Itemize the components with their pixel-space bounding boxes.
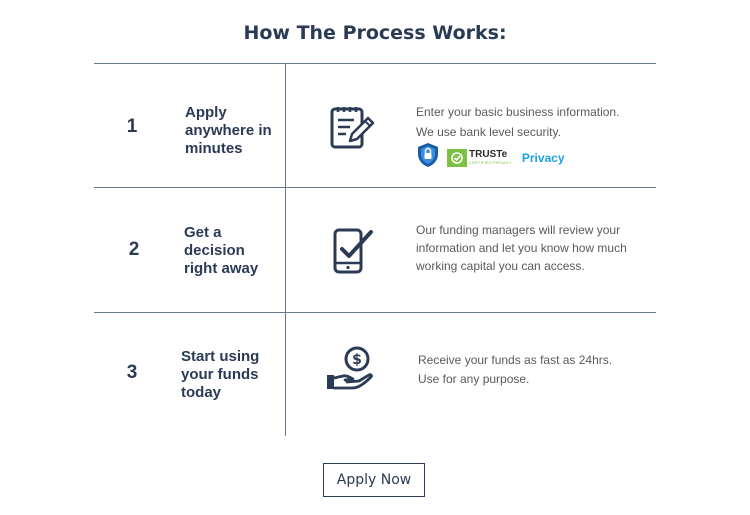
- step-label-line: right away: [184, 260, 259, 277]
- step-label-line: Start using: [181, 348, 260, 365]
- step-description: Our funding managers will review your in…: [416, 221, 627, 275]
- truste-name: TRUSTe: [469, 149, 508, 160]
- security-shield-icon: [417, 142, 439, 173]
- step-description-line: information and let you know how much: [416, 241, 627, 255]
- security-badges: TRUSTe CERTIFIED PRIVACY Privacy: [417, 142, 565, 173]
- truste-check-icon: [447, 148, 467, 167]
- step-description: Receive your funds as fast as 24hrs. Use…: [418, 351, 612, 389]
- hand-coin-dollar-icon: $: [325, 345, 375, 398]
- step-description-line: working capital you can access.: [416, 259, 585, 273]
- phone-check-icon: [333, 228, 375, 279]
- apply-now-button[interactable]: Apply Now: [323, 463, 425, 497]
- step-label-line: your funds: [181, 366, 259, 383]
- step-description-line: Use for any purpose.: [418, 372, 530, 386]
- step-description-line: Our funding managers will review your: [416, 223, 621, 237]
- step-label-line: today: [181, 384, 222, 401]
- divider-vertical: [285, 64, 286, 436]
- step-description-line: Receive your funds as fast as 24hrs.: [418, 353, 613, 367]
- divider-1: [94, 187, 656, 188]
- step-description-line: Enter your basic business information.: [416, 105, 620, 119]
- divider-2: [94, 312, 656, 313]
- page-title: How The Process Works:: [243, 22, 507, 44]
- truste-subtitle: CERTIFIED PRIVACY: [469, 160, 512, 165]
- step-label: Start using your funds today: [181, 348, 281, 402]
- step-number: 1: [126, 116, 138, 137]
- step-number: 2: [128, 239, 140, 260]
- divider-top: [94, 63, 656, 64]
- svg-text:$: $: [352, 352, 362, 368]
- document-pencil-icon: [328, 103, 376, 156]
- step-label-line: Get a: [184, 224, 222, 241]
- step-label: Apply anywhere in minutes: [185, 104, 285, 158]
- step-label-line: minutes: [185, 140, 243, 157]
- privacy-link[interactable]: Privacy: [521, 150, 565, 165]
- step-label: Get a decision right away: [184, 224, 284, 278]
- step-description: Enter your basic business information. W…: [416, 102, 619, 142]
- truste-badge[interactable]: TRUSTe CERTIFIED PRIVACY: [447, 148, 512, 167]
- step-description-line: We use bank level security.: [416, 125, 561, 139]
- step-label-line: anywhere in: [185, 122, 272, 139]
- step-number: 3: [126, 362, 138, 383]
- step-label-line: decision: [184, 242, 245, 259]
- step-label-line: Apply: [185, 104, 227, 121]
